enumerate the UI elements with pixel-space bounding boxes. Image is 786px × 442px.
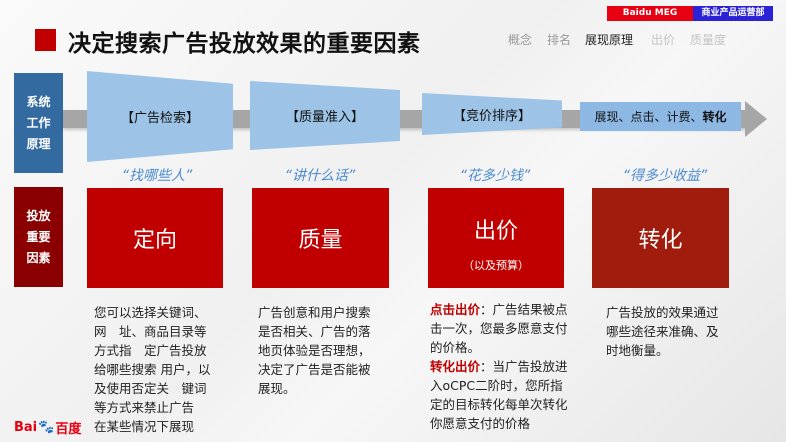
brand-badge: Baidu MEG (607, 6, 693, 21)
quote-targeting: “找哪些人” (121, 168, 193, 184)
nav-item-bid[interactable]: 出价 (651, 33, 676, 47)
factor-bid: 出价 （以及预算） (428, 188, 564, 288)
logo-text: Bai (14, 420, 38, 435)
quote-conversion: “得多少收益” (622, 168, 708, 184)
description-quality: 广告创意和用户搜索是否相关、广告的落地页体验是否理想，决定了广告是否能被展现。 (258, 305, 371, 396)
stage-quality-admission: 【质量准入】 (250, 81, 400, 150)
key-factors-label: 投放 重要 因素 (14, 187, 63, 287)
nav-item-display-principle[interactable]: 展现原理 (585, 33, 634, 47)
factor-title: 质量 (298, 228, 343, 253)
stage-text: 展现、点击、计费、 (594, 110, 703, 124)
nav-item-ranking[interactable]: 排名 (547, 33, 572, 47)
conversion-bid-text: ：当广告投放进入oCPC二阶时，您所指定的目标转化每单次转化你愿意支付的价格 (430, 359, 568, 431)
nav-item-quality-score[interactable]: 质量度 (690, 33, 727, 47)
label-line: 投放 (26, 208, 51, 223)
description-conversion: 广告投放的效果通过哪些途径来准确、及时地衡量。 (606, 305, 719, 358)
paw-icon: 🐾 (38, 420, 55, 435)
nav-item-concept[interactable]: 概念 (508, 33, 533, 47)
label-line: 重要 (26, 229, 51, 244)
factor-quality: 质量 (252, 188, 389, 288)
factor-title: 出价 (473, 219, 518, 244)
conversion-bid-paragraph: 转化出价：当广告投放进入oCPC二阶时，您所指定的目标转化每单次转化你愿意支付的… (430, 357, 570, 433)
click-bid-text: ：广告结果被点击一次，您最多愿意支付的价格。 (430, 302, 568, 355)
label-line: 工作 (26, 115, 51, 130)
stage-bold-text: 转化 (702, 110, 727, 124)
quote-bid: “花多少钱” (459, 168, 531, 184)
arrow-head-icon (745, 101, 767, 137)
click-bid-label: 点击出价 (430, 302, 481, 317)
logo-text: 百度 (55, 422, 82, 437)
system-principle-label: 系统 工作 原理 (14, 73, 63, 173)
label-line: 系统 (26, 94, 51, 109)
baidu-logo: Bai🐾百度 (14, 418, 81, 437)
factor-subtitle: （以及预算） (463, 259, 529, 272)
factor-targeting: 定向 (87, 188, 223, 288)
stage-bid-ranking: 【竞价排序】 (422, 93, 562, 135)
description-bid: 点击出价：广告结果被点击一次，您最多愿意支付的价格。 转化出价：当广告投放进入o… (430, 300, 570, 433)
stage-display-click-charge-conversion: 展现、点击、计费、转化 (580, 102, 741, 131)
page-title: 决定搜索广告投放效果的重要因素 (68, 31, 421, 57)
factor-title: 定向 (132, 228, 177, 253)
factor-title: 转化 (638, 228, 683, 253)
description-targeting: 您可以选择关键词、网 址、商品目录等方式指 定广告投放给哪些搜索 用户，以及使用… (94, 305, 211, 434)
quote-quality: “讲什么话” (284, 168, 356, 184)
factor-conversion: 转化 (592, 188, 729, 288)
title-marker (35, 29, 56, 51)
department-badge: 商业产品运营部 (693, 6, 773, 21)
label-line: 因素 (26, 250, 51, 265)
stage-ad-retrieval: 【广告检索】 (87, 71, 233, 162)
conversion-bid-label: 转化出价 (430, 359, 481, 374)
label-line: 原理 (26, 136, 51, 151)
click-bid-paragraph: 点击出价：广告结果被点击一次，您最多愿意支付的价格。 (430, 300, 570, 357)
